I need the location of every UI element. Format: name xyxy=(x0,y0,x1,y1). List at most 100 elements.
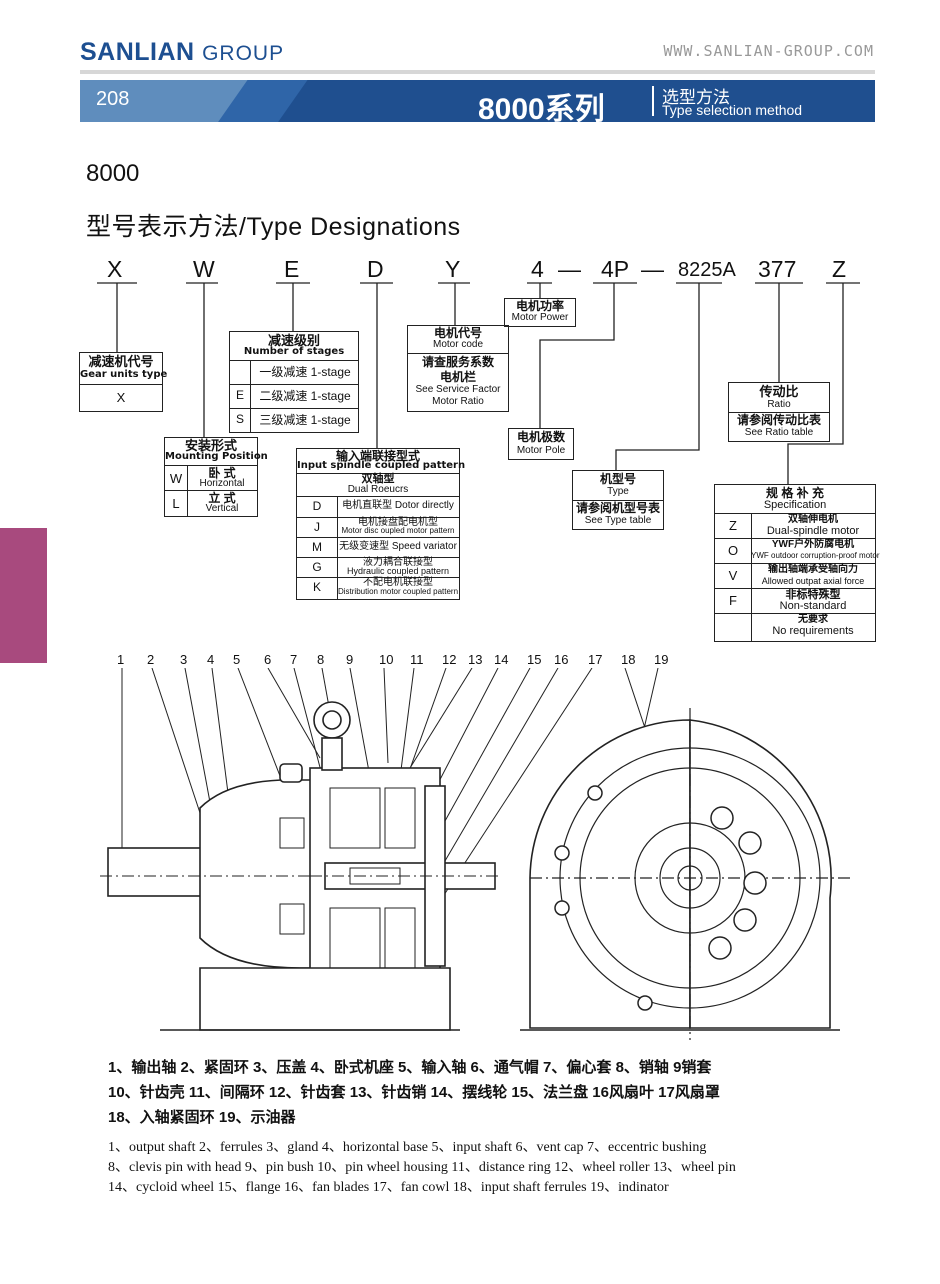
input-row-k-text: 不配电机联接型 xyxy=(363,577,433,588)
motor-pole-en: Motor Pole xyxy=(516,445,566,456)
mounting-row-2-code: L xyxy=(172,496,180,511)
callout-16: 16 xyxy=(554,652,569,667)
callout-15: 15 xyxy=(527,652,542,667)
input-row-d-text: 电机直联型 Dotor directly xyxy=(342,500,454,511)
mounting-en: Mounting Position xyxy=(165,451,268,462)
callout-3: 3 xyxy=(180,652,188,667)
input-row-m-text: 无级变速型 Speed variator xyxy=(339,541,457,552)
code-letter-e: E xyxy=(284,256,300,282)
spec-cn: 规 格 补 充 xyxy=(765,486,824,500)
input-row-j-code: J xyxy=(314,520,320,534)
stages-box: 减速级别 Number of stages 一级减速 1-stage E 二级减… xyxy=(229,331,359,433)
input-row-m-code: M xyxy=(312,540,322,554)
motor-code-en: Motor code xyxy=(432,339,484,350)
banner-divider xyxy=(652,86,654,116)
callout-7: 7 xyxy=(290,652,298,667)
legend-cn-line-1: 1、输出轴 2、紧固环 3、压盖 4、卧式机座 5、输入轴 6、通气帽 7、偏心… xyxy=(108,1059,712,1076)
gear-units-box: 减速机代号 Gear units type X xyxy=(79,352,168,412)
spec-row-f-cn: 非标特殊型 xyxy=(785,589,841,601)
callout-14: 14 xyxy=(494,652,509,667)
input-row-j-text: 电机接盘配电机型 xyxy=(358,517,438,528)
side-tab xyxy=(0,528,47,663)
spec-row-z-en: Dual-spindle motor xyxy=(766,525,860,537)
code-letter-z: Z xyxy=(832,256,847,282)
legend-en-line-3: 14、cycloid wheel 15、flange 16、fan blades… xyxy=(108,1180,669,1195)
motor-code-cn: 电机代号 xyxy=(433,326,482,340)
mounting-row-2-cn: 立 式 xyxy=(208,491,236,505)
motor-code-note-en2: Motor Ratio xyxy=(432,396,484,407)
mounting-row-1-cn: 卧 式 xyxy=(208,466,236,480)
stages-en: Number of stages xyxy=(243,346,345,357)
callout-12: 12 xyxy=(442,652,457,667)
callout-4: 4 xyxy=(207,652,215,667)
brand-suffix: GROUP xyxy=(202,42,285,65)
spec-row-o-code: O xyxy=(727,543,739,558)
type-en: Type xyxy=(607,486,629,497)
ratio-note-cn: 请参阅传动比表 xyxy=(736,413,821,427)
section-title-cn: 选型方法 xyxy=(662,88,730,107)
spec-row-v-code: V xyxy=(728,568,738,583)
brand-name: SANLIAN xyxy=(80,38,195,66)
code-letter-y: Y xyxy=(445,256,461,282)
mounting-row-2-en: Vertical xyxy=(205,503,239,514)
motor-power-box: 电机功率 Motor Power xyxy=(504,298,576,327)
mounting-row-1-code: W xyxy=(169,471,183,486)
spec-row-o-cn: YWF户外防腐电机 xyxy=(771,539,855,550)
stages-cn: 减速级别 xyxy=(267,333,320,348)
spec-row-z-cn: 双轴伸电机 xyxy=(788,514,838,525)
callout-6: 6 xyxy=(264,652,272,667)
website-url: WWW.SANLIAN-GROUP.COM xyxy=(663,42,874,60)
designation-leader-lines xyxy=(97,282,860,484)
mounting-cn: 安装形式 xyxy=(184,438,237,453)
spec-row-f-en: Non-standard xyxy=(779,600,847,612)
callout-9: 9 xyxy=(346,652,354,667)
mounting-box: 安装形式 Mounting Position W 卧 式 Horizontal … xyxy=(164,437,268,517)
input-sub-cn: 双轴型 xyxy=(361,473,395,485)
type-box: 机型号 Type 请参阅机型号表 See Type table xyxy=(572,470,664,530)
callout-13: 13 xyxy=(468,652,483,667)
stages-row-2-text: 二级减速 1-stage xyxy=(259,389,351,403)
input-en: Input spindle coupled pattern xyxy=(297,460,466,471)
code-letter-4p: 4P xyxy=(601,256,630,282)
input-row-k-text2: Distribution motor coupled pattern xyxy=(337,587,459,596)
motor-code-note-en1: See Service Factor xyxy=(415,384,501,395)
code-letter-w: W xyxy=(193,256,215,282)
gear-units-en: Gear units type xyxy=(80,369,168,380)
motor-power-cn: 电机功率 xyxy=(515,299,564,313)
callout-5: 5 xyxy=(233,652,241,667)
spec-row-z-code: Z xyxy=(729,518,737,533)
header-rule xyxy=(80,70,875,74)
code-dash-2: — xyxy=(641,256,664,282)
code-letter-8225a: 8225A xyxy=(678,259,736,281)
code-letter-x: X xyxy=(107,256,123,282)
series-title: 8000系列 xyxy=(478,93,605,122)
gear-units-cn: 减速机代号 xyxy=(88,354,154,369)
input-row-j-text2: Motor disc oupled motor pattern xyxy=(341,526,455,535)
specification-box: 规 格 补 充 Specification Z 双轴伸电机 Dual-spind… xyxy=(714,484,880,642)
legend-cn-line-2: 10、针齿壳 11、间隔环 12、针齿套 13、针齿销 14、摆线轮 15、法兰… xyxy=(108,1084,720,1101)
stages-row-3-code: S xyxy=(235,412,244,426)
gearbox-section-drawing xyxy=(100,668,850,1040)
mounting-row-1-en: Horizontal xyxy=(199,478,245,489)
brand-logo: SANLIAN GROUP xyxy=(80,38,284,67)
motor-code-note-cn1: 请查服务系数 xyxy=(421,355,494,369)
model-heading: 8000 xyxy=(86,160,140,187)
input-cn: 输入端联接型式 xyxy=(335,449,420,463)
callout-2: 2 xyxy=(147,652,155,667)
motor-pole-cn: 电机极数 xyxy=(516,430,565,444)
motor-code-box: 电机代号 Motor code 请查服务系数 电机栏 See Service F… xyxy=(407,325,509,412)
code-letter-377: 377 xyxy=(758,256,797,282)
legend-cn-line-3: 18、入轴紧固环 19、示油器 xyxy=(108,1109,296,1126)
callout-17: 17 xyxy=(588,652,603,667)
callout-10: 10 xyxy=(379,652,394,667)
callout-1: 1 xyxy=(117,652,125,667)
motor-pole-box: 电机极数 Motor Pole xyxy=(508,428,574,460)
input-row-g-text: 液力耦合联接型 xyxy=(363,557,433,568)
stages-row-3-text: 三级减速 1-stage xyxy=(259,413,351,427)
input-row-g-text2: Hydraulic coupled pattern xyxy=(346,566,450,576)
type-note-cn: 请参阅机型号表 xyxy=(575,501,660,515)
ratio-note-en: See Ratio table xyxy=(744,427,814,438)
ratio-cn: 传动比 xyxy=(759,384,799,399)
code-dash-1: — xyxy=(558,256,581,282)
callout-18: 18 xyxy=(621,652,636,667)
